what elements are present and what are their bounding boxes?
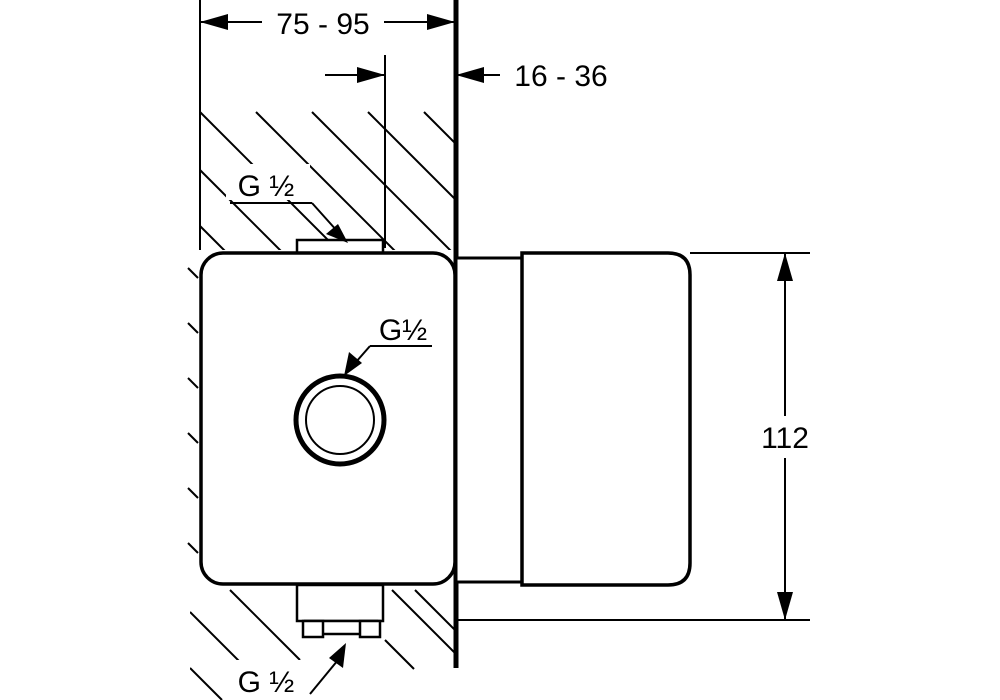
dimension-wall-depth bbox=[200, 4, 455, 40]
wall-hatching-left bbox=[187, 267, 199, 554]
bottom-outlet-fitting bbox=[295, 583, 385, 639]
cover-cap bbox=[520, 251, 692, 587]
wall-depth-label: 75 - 95 bbox=[276, 8, 369, 41]
front-connection-label: G½ bbox=[379, 314, 427, 347]
leader-top-connection bbox=[226, 164, 348, 243]
dimension-height bbox=[456, 252, 818, 621]
top-connection-label: G ½ bbox=[238, 170, 295, 203]
cover-flange bbox=[454, 256, 524, 584]
leader-bottom-connection bbox=[226, 643, 346, 700]
dimension-projection bbox=[325, 55, 500, 248]
front-connection-inner bbox=[305, 385, 375, 455]
leader-front-connection bbox=[344, 345, 432, 376]
top-inlet-fitting bbox=[295, 238, 385, 255]
height-label: 112 bbox=[761, 422, 809, 455]
projection-label: 16 - 36 bbox=[514, 60, 607, 93]
bottom-connection-label: G ½ bbox=[238, 666, 295, 699]
